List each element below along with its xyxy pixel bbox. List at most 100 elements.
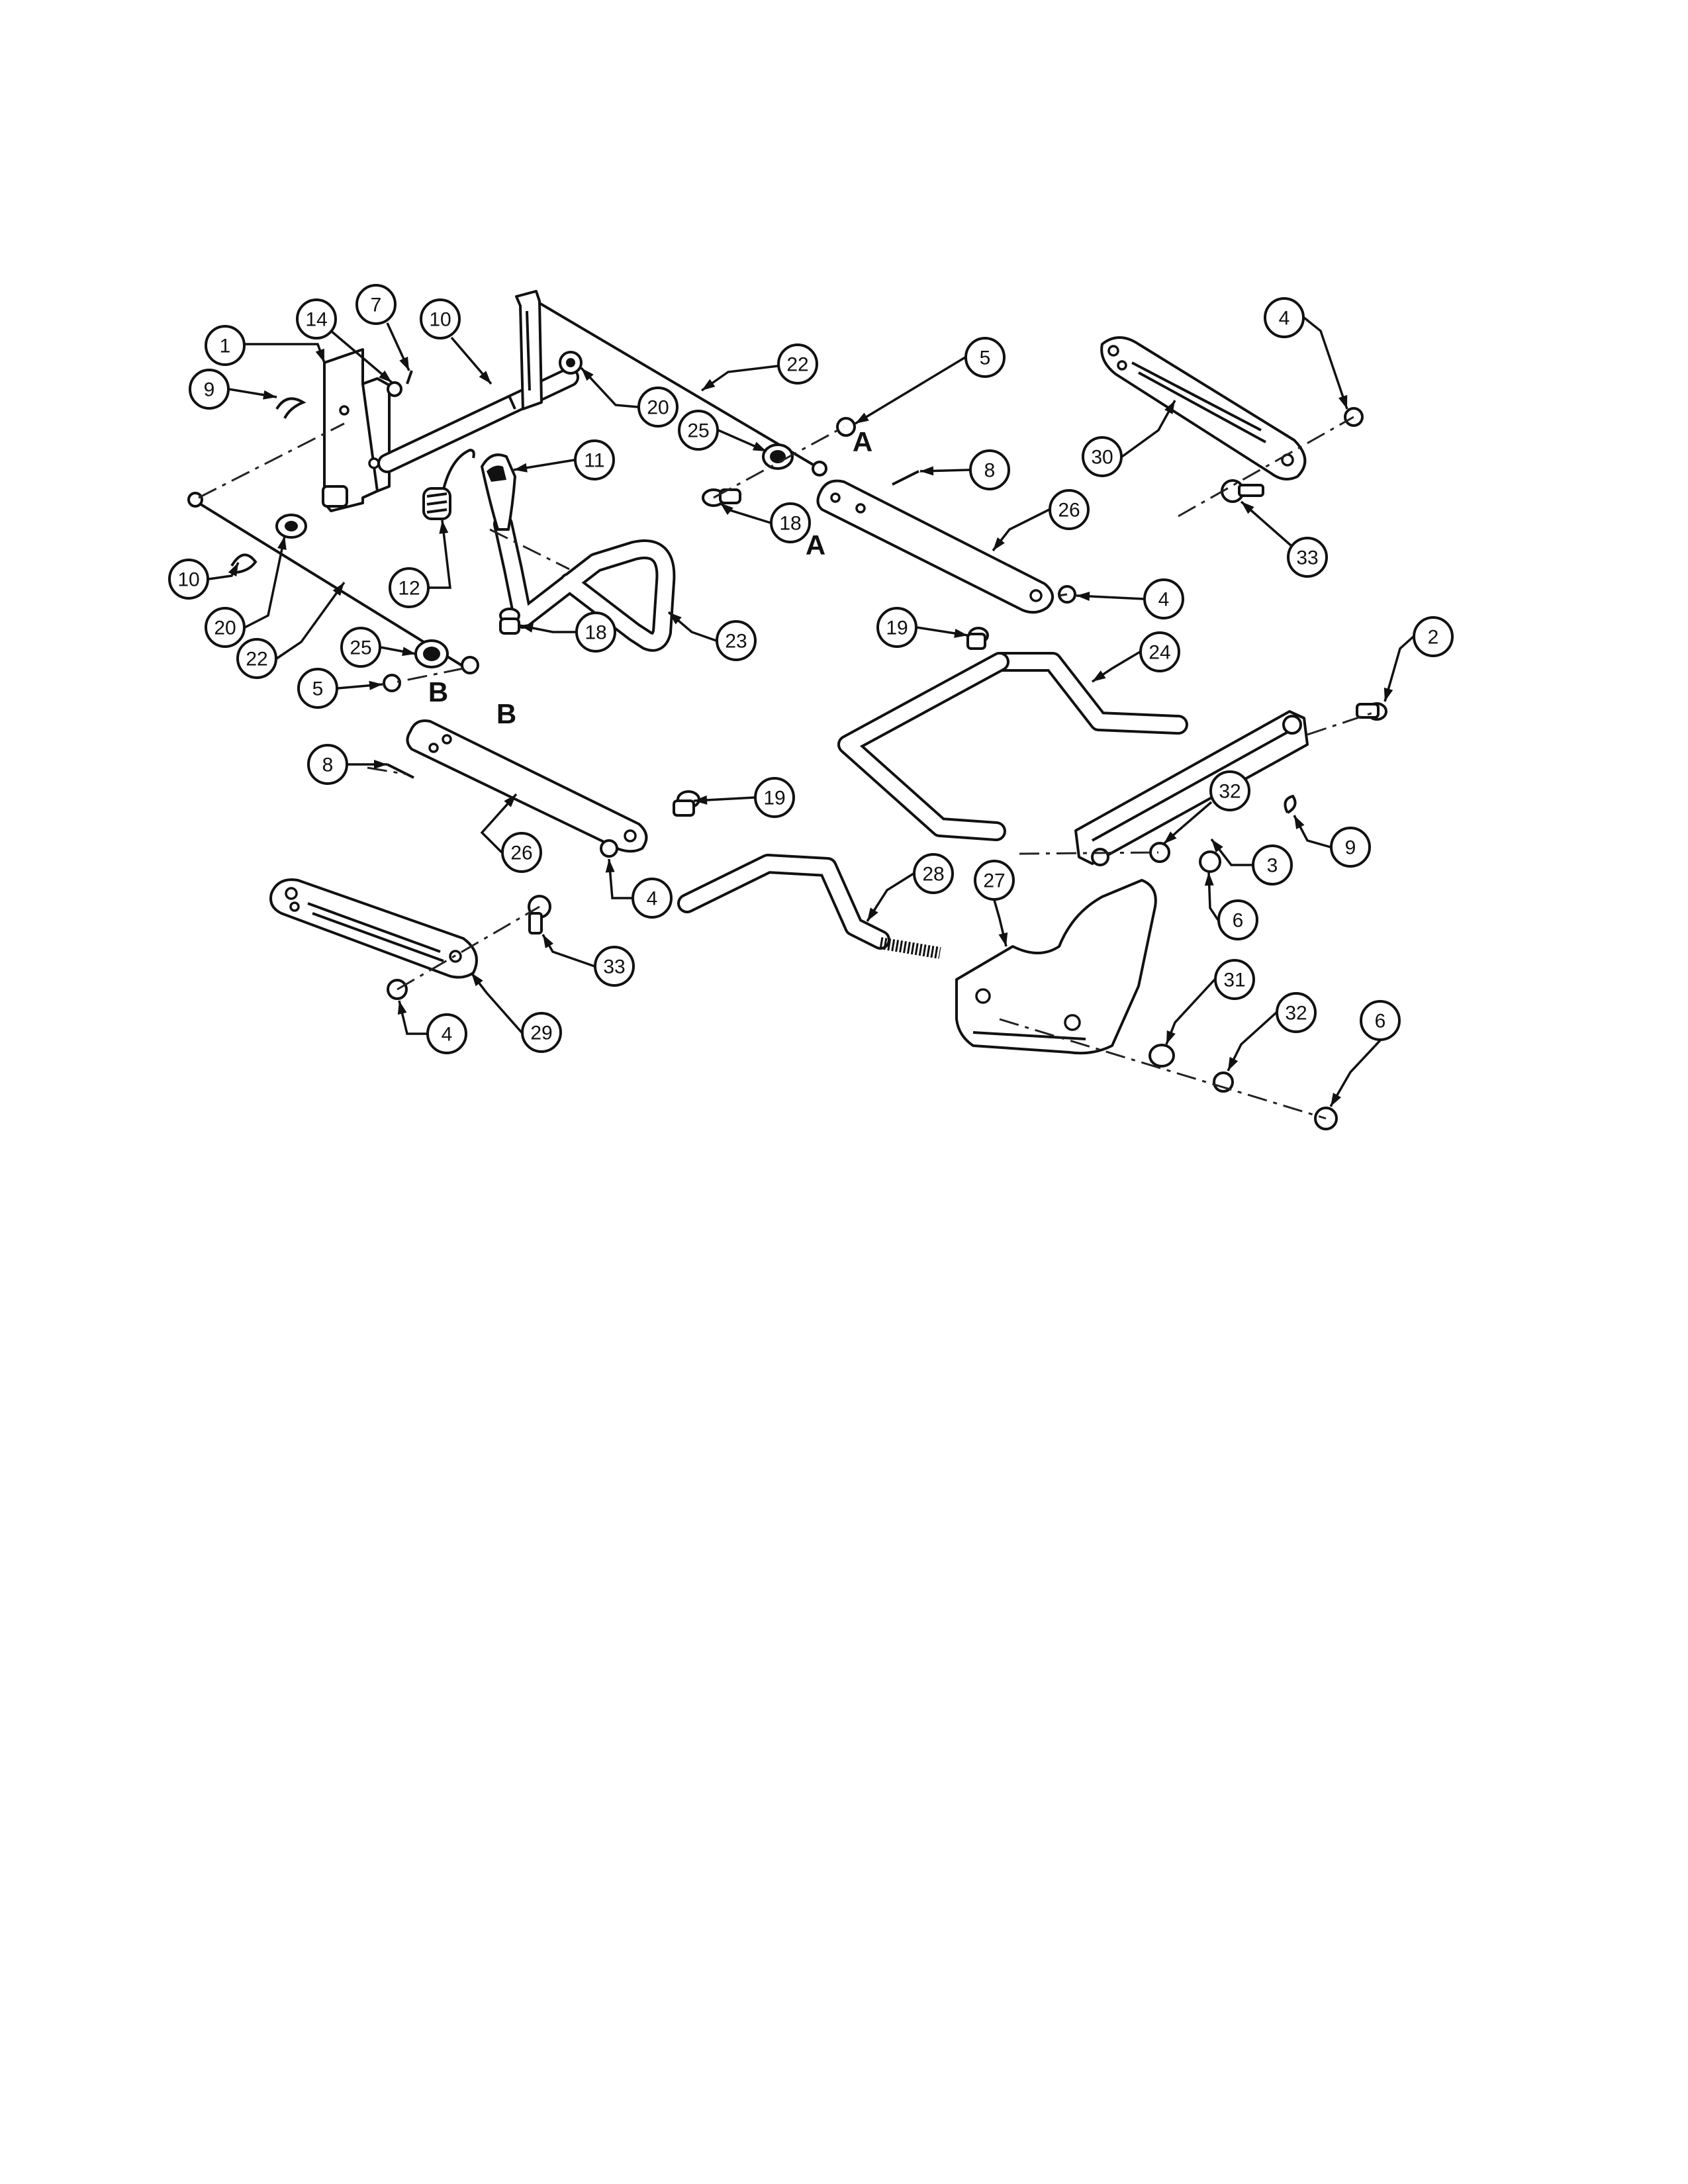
callout-bubble xyxy=(1209,770,1250,811)
callout-bubble xyxy=(521,1012,562,1053)
callout-leader-line xyxy=(276,581,346,660)
pin-7 xyxy=(406,370,413,385)
callout-label: 4 xyxy=(647,888,658,910)
callout-label: 27 xyxy=(983,870,1005,892)
callout-arrow-icon xyxy=(402,647,416,657)
callout-3: 3 xyxy=(1210,838,1293,886)
callout-23: 23 xyxy=(667,611,757,661)
callout-label: 10 xyxy=(429,309,451,331)
callout-label: 20 xyxy=(214,617,236,639)
callout-arrow-icon xyxy=(605,859,615,873)
callout-bubble xyxy=(307,744,348,785)
callout-29: 29 xyxy=(470,972,562,1053)
callout-arrow-icon xyxy=(694,795,708,805)
callout-bubble xyxy=(1264,297,1305,338)
callout-11: 11 xyxy=(513,439,615,480)
reference-letters: A A B B xyxy=(428,426,872,729)
callout-2: 2 xyxy=(1383,616,1454,702)
callout-arrow-icon xyxy=(581,368,594,381)
callout-arrow-icon xyxy=(1383,687,1393,702)
bar-3 xyxy=(1074,710,1309,866)
callout-arrow-icon xyxy=(379,370,392,383)
callout-arrow-icon xyxy=(1211,839,1223,853)
callout-9: 9 xyxy=(1293,815,1371,868)
bracket-29 xyxy=(269,878,478,979)
callout-bubble xyxy=(637,387,679,428)
upper-bracket xyxy=(515,290,583,410)
callout-25: 25 xyxy=(340,627,416,668)
bushing-25-upper xyxy=(762,443,827,477)
callout-6: 6 xyxy=(1204,872,1258,940)
ref-letter-a-upper: A xyxy=(853,426,872,457)
callout-bubble xyxy=(168,559,209,600)
callout-10: 10 xyxy=(420,298,492,385)
callout-19: 19 xyxy=(693,777,795,818)
washer-4-lower-arm xyxy=(600,839,618,858)
rod-28 xyxy=(677,854,941,959)
callout-bubble xyxy=(964,337,1006,378)
callout-bubble xyxy=(1049,489,1090,530)
callout-arrow-icon xyxy=(1092,670,1106,682)
callout-bubble xyxy=(594,946,635,987)
callout-arrow-icon xyxy=(1076,591,1090,601)
callout-bubble xyxy=(1217,899,1258,940)
callout-label: 26 xyxy=(1058,500,1080,522)
callout-bubble xyxy=(1360,1000,1401,1041)
callout-12: 12 xyxy=(389,520,451,608)
bushing-25-lower xyxy=(414,639,479,674)
callout-bubble xyxy=(189,369,230,410)
callout-label: 26 xyxy=(510,842,532,864)
callout-32: 32 xyxy=(1162,770,1250,845)
callout-6: 6 xyxy=(1329,1000,1401,1107)
callout-5: 5 xyxy=(297,668,383,709)
callout-bubble xyxy=(1287,537,1328,578)
callout-arrow-icon xyxy=(1294,815,1305,829)
callout-30: 30 xyxy=(1082,400,1176,477)
callout-19: 19 xyxy=(876,607,968,648)
bushing-20-lower xyxy=(275,514,307,539)
spring-12 xyxy=(422,448,475,520)
callout-label: 6 xyxy=(1233,910,1244,932)
callout-bubble xyxy=(678,410,719,451)
callout-33: 33 xyxy=(541,934,635,987)
callout-4: 4 xyxy=(397,1000,467,1054)
callout-bubble xyxy=(575,612,616,653)
callout-5: 5 xyxy=(855,337,1006,425)
pin-8-upper xyxy=(892,470,919,486)
callout-32: 32 xyxy=(1227,992,1317,1071)
callout-bubble xyxy=(236,638,277,679)
callout-bubble xyxy=(876,607,917,648)
ref-letter-b-upper: B xyxy=(428,676,448,707)
callout-22: 22 xyxy=(700,343,818,392)
callout-leader-line xyxy=(1293,815,1331,848)
callout-bubble xyxy=(969,449,1010,490)
callout-bubble xyxy=(632,878,673,919)
callout-arrow-icon xyxy=(1331,1093,1342,1107)
callout-label: 14 xyxy=(305,309,327,331)
callout-arrow-icon xyxy=(1164,400,1175,414)
callout-label: 8 xyxy=(322,754,334,776)
nut-5-upper xyxy=(836,417,856,437)
callout-arrow-icon xyxy=(1166,1030,1176,1044)
callout-28: 28 xyxy=(866,853,954,922)
callout-arrow-icon xyxy=(1228,1056,1239,1071)
alignment-lines xyxy=(198,416,1378,1120)
callout-14: 14 xyxy=(296,298,393,384)
callout-leader-line xyxy=(855,356,966,425)
callout-label: 23 xyxy=(725,631,747,653)
callout-label: 9 xyxy=(1345,837,1356,859)
callout-label: 3 xyxy=(1267,855,1278,877)
callout-bubble xyxy=(1252,844,1293,886)
callout-label: 12 xyxy=(398,578,420,600)
callout-label: 2 xyxy=(1428,627,1439,649)
callout-label: 4 xyxy=(442,1024,453,1046)
washer-31 xyxy=(1149,1044,1175,1068)
callout-label: 24 xyxy=(1149,642,1170,664)
callout-arrow-icon xyxy=(332,582,344,596)
callout-arrow-icon xyxy=(315,348,324,363)
callout-label: 4 xyxy=(1158,589,1170,611)
callout-label: 5 xyxy=(312,678,324,700)
callout-leader-line xyxy=(1383,635,1415,702)
